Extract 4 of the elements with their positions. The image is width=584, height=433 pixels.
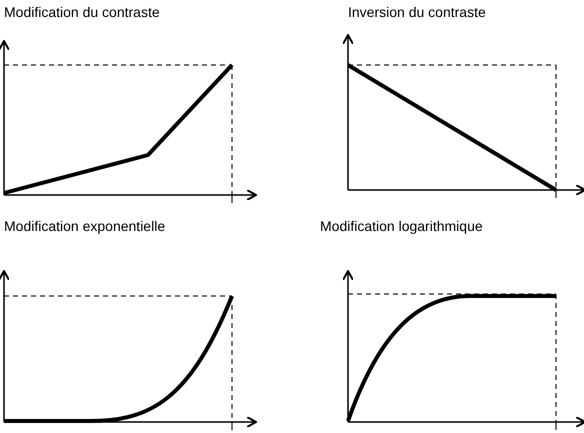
plot-title: Inversion du contraste bbox=[348, 4, 486, 20]
plot-title: Modification du contraste bbox=[4, 4, 160, 20]
plot-title: Modification exponentielle bbox=[4, 218, 166, 234]
plot-title: Modification logarithmique bbox=[320, 218, 483, 234]
